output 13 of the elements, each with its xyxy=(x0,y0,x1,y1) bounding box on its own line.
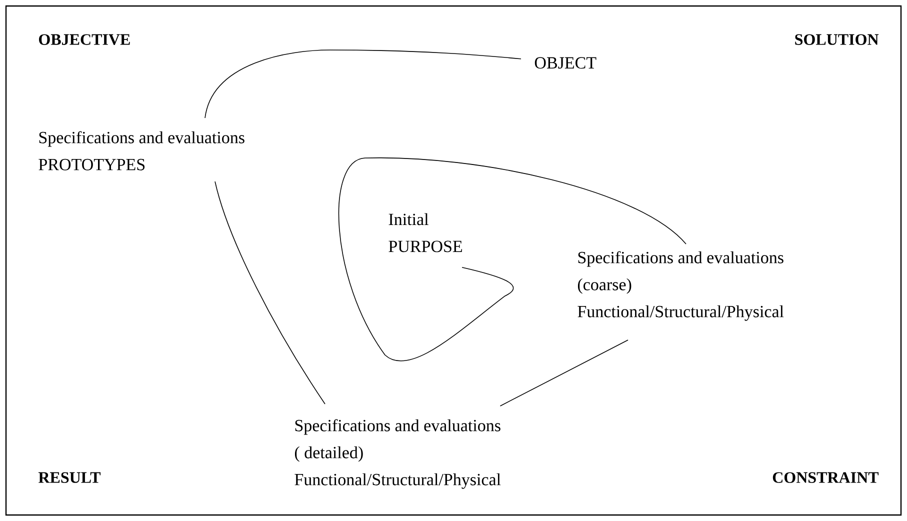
spiral-line xyxy=(338,158,686,362)
spiral-line xyxy=(214,181,326,404)
spiral-line xyxy=(204,50,522,118)
node-text: Specifications and evaluations PROTOTYPES xyxy=(38,131,244,170)
node-text: OBJECT xyxy=(534,57,596,69)
corner-label: CONSTRAINT xyxy=(772,472,879,483)
corner-label: OBJECTIVE xyxy=(39,34,130,46)
node-text: Specifications and evaluations (coarse) Functional/Structural/Physical xyxy=(578,251,784,321)
corner-label: SOLUTION xyxy=(795,34,879,45)
node-text: Initial PURPOSE xyxy=(388,213,462,252)
node-text: Specifications and evaluations ( detailed) Functional/Structural/Physical xyxy=(294,419,501,489)
corner-label: RESULT xyxy=(38,472,101,483)
spiral-line xyxy=(500,340,628,406)
